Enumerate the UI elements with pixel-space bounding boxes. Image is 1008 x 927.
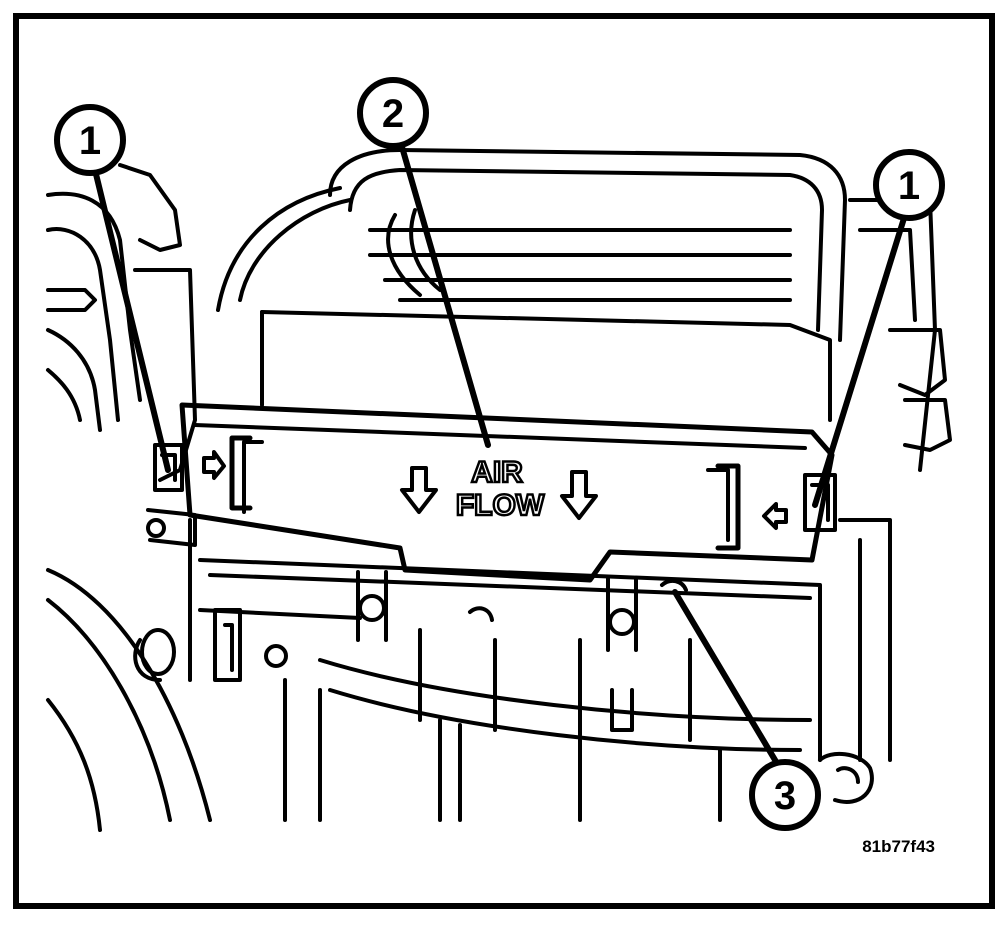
right-hose-clamp (818, 751, 874, 804)
callout-1-left: 1 (54, 104, 126, 176)
left-panel-edge (46, 191, 142, 402)
right-side-arrow (762, 502, 788, 530)
upper-housing-left-curve (216, 186, 342, 312)
callout-2-label: 2 (382, 92, 404, 136)
lower-left-latch (213, 608, 242, 682)
housing-edge-mark (660, 578, 688, 592)
right-fastener-foot (610, 688, 634, 732)
lower-left-latch-inner (223, 623, 234, 672)
callout-3: 3 (749, 759, 821, 831)
right-fastener-screw (608, 608, 636, 636)
filter-door-top-edge (193, 423, 807, 450)
right-connector-block (888, 328, 947, 397)
left-retaining-tab (153, 443, 184, 492)
right-fastener-post (606, 576, 638, 652)
left-duct-curve-inner (46, 368, 82, 422)
callout-2: 2 (357, 77, 429, 149)
rear-panel-top (260, 310, 832, 422)
right-grip-inner (706, 468, 730, 542)
blower-scroll-curve (318, 658, 812, 722)
left-grip-inner (242, 440, 264, 514)
figure-id: 81b77f43 (862, 837, 935, 856)
callout-3-label: 3 (774, 774, 796, 818)
left-grommet-outer (133, 638, 162, 682)
left-side-arrow (202, 450, 226, 480)
airflow-arrow-left (400, 466, 438, 514)
leader-line-3 (672, 589, 781, 768)
left-fastener-post (356, 570, 388, 642)
right-housing-inner (858, 228, 917, 322)
left-tab-clip (146, 508, 197, 547)
right-retaining-tab-inner (810, 483, 830, 522)
lower-screw (264, 644, 288, 668)
leader-lines (92, 137, 908, 768)
left-grommet (140, 628, 176, 676)
left-panel-edge-inner (46, 227, 120, 422)
upper-housing-top-inner (348, 168, 824, 332)
lower-housing-top-edge (198, 558, 822, 762)
right-hose-clamp-inner (836, 766, 860, 784)
callout-1-right: 1 (873, 149, 945, 221)
filter-door-outline (179, 402, 835, 583)
leader-line-2 (397, 137, 491, 448)
callout-1-left-label: 1 (79, 119, 101, 163)
hvac-housing-drawing (46, 148, 952, 832)
left-fastener-screw (358, 594, 386, 622)
steering-column-arc-low (46, 698, 102, 832)
upper-housing-left-curve-inner (238, 198, 352, 302)
leader-line-1-right (812, 212, 908, 508)
left-connector (46, 288, 97, 312)
steering-column-arc-inner (46, 598, 172, 822)
left-grip (229, 435, 253, 511)
duct-inlet-curve (386, 213, 422, 297)
right-grip (715, 463, 741, 551)
duct-inlet-curve-inner (409, 208, 442, 292)
lower-housing-ledge (208, 573, 812, 600)
right-connector-block-lower (903, 398, 952, 452)
blower-scroll-curve-inner (328, 688, 802, 752)
right-duct (838, 518, 892, 762)
left-bracket (118, 163, 182, 252)
airflow-arrow-right (560, 470, 598, 520)
left-duct-curve (46, 328, 102, 432)
door-text-flow: FLOW (456, 489, 545, 522)
small-clip (468, 606, 494, 622)
left-screw (146, 518, 166, 538)
leader-line-1-left (92, 167, 171, 473)
callout-1-right-label: 1 (898, 164, 920, 208)
door-text-air: AIR (471, 456, 523, 489)
